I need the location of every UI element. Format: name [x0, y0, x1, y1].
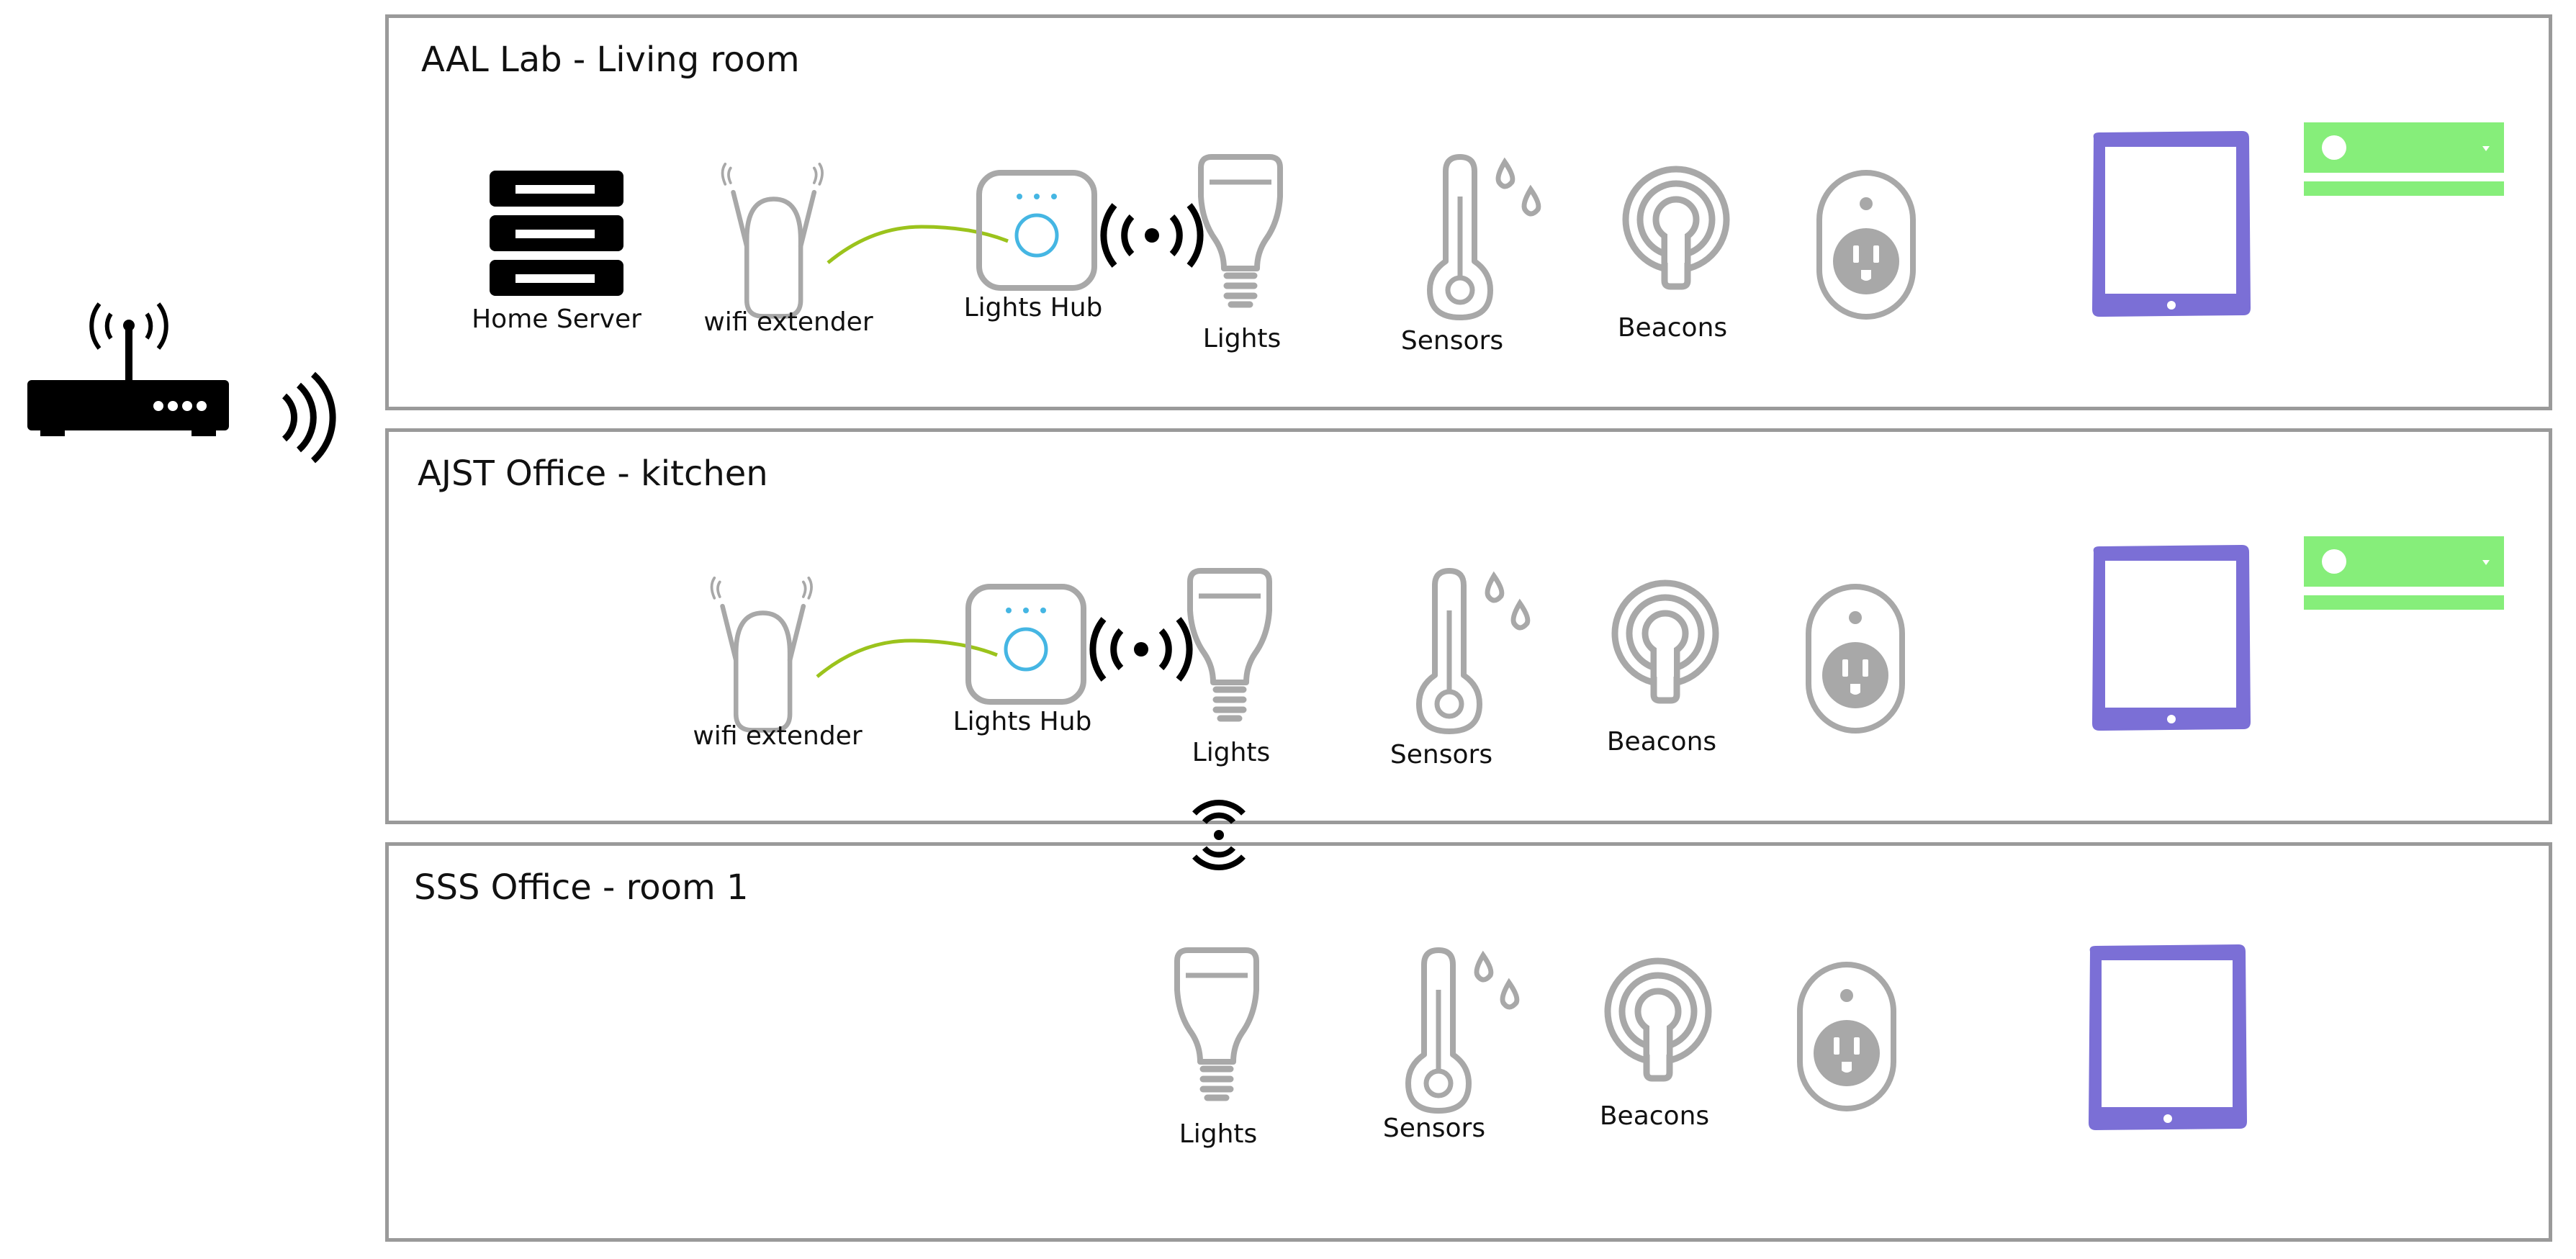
room-aal-lab: AAL Lab - Living room Home Server wifi e…: [385, 14, 2552, 410]
wifi-waves-icon: [277, 371, 336, 464]
smart-plug-icon: [1816, 169, 1917, 323]
beacons-label: Beacons: [1606, 727, 1717, 757]
lights-label: Lights: [1202, 324, 1282, 353]
lights-hub-icon: [976, 169, 1098, 294]
hub-label: Lights Hub: [963, 293, 1103, 322]
thermometer-icon: [1424, 153, 1546, 325]
room-sss-office: SSS Office - room 1 Lights Sensors Beaco…: [385, 842, 2552, 1242]
beacon-icon: [1602, 957, 1717, 1086]
room-title: SSS Office - room 1: [414, 867, 749, 908]
lights-label: Lights: [1179, 1119, 1258, 1149]
router-icon: [27, 301, 236, 441]
wifi-waves-icon: [1094, 613, 1188, 688]
tablet-icon: [2088, 130, 2253, 321]
status-bar-icon: [2304, 536, 2505, 615]
room-title: AAL Lab - Living room: [421, 40, 800, 80]
light-bulb-icon: [1183, 567, 1276, 728]
wifi-extender-icon: [716, 162, 824, 323]
extender-label: wifi extender: [703, 307, 873, 337]
server-label: Home Server: [472, 304, 641, 334]
extender-hub-cable: [816, 638, 998, 678]
beacons-label: Beacons: [1599, 1101, 1710, 1131]
extender-hub-cable: [827, 225, 1009, 264]
lights-label: Lights: [1192, 738, 1271, 767]
light-bulb-icon: [1170, 947, 1264, 1108]
room-ajst-office: AJST Office - kitchen wifi extender Ligh…: [385, 428, 2552, 824]
tablet-icon: [2088, 543, 2253, 735]
smart-plug-icon: [1796, 961, 1897, 1115]
wifi-extender-icon: [706, 576, 814, 737]
thermometer-icon: [1402, 947, 1525, 1119]
sensors-label: Sensors: [1390, 740, 1493, 770]
tablet-icon: [2084, 943, 2250, 1134]
lights-hub-icon: [965, 583, 1087, 708]
status-bar-icon: [2304, 122, 2505, 201]
wifi-waves-icon: [1186, 799, 1251, 874]
smart-plug-icon: [1805, 583, 1906, 737]
sensors-label: Sensors: [1382, 1114, 1486, 1143]
wifi-waves-icon: [1105, 199, 1199, 274]
room-title: AJST Office - kitchen: [418, 453, 768, 494]
thermometer-icon: [1413, 567, 1536, 739]
beacon-icon: [1609, 579, 1724, 708]
beacons-label: Beacons: [1617, 313, 1728, 343]
beacon-icon: [1620, 166, 1735, 294]
server-icon: [490, 171, 626, 303]
sensors-label: Sensors: [1400, 326, 1504, 356]
hub-label: Lights Hub: [953, 707, 1092, 736]
extender-label: wifi extender: [693, 721, 863, 751]
light-bulb-icon: [1194, 153, 1287, 315]
